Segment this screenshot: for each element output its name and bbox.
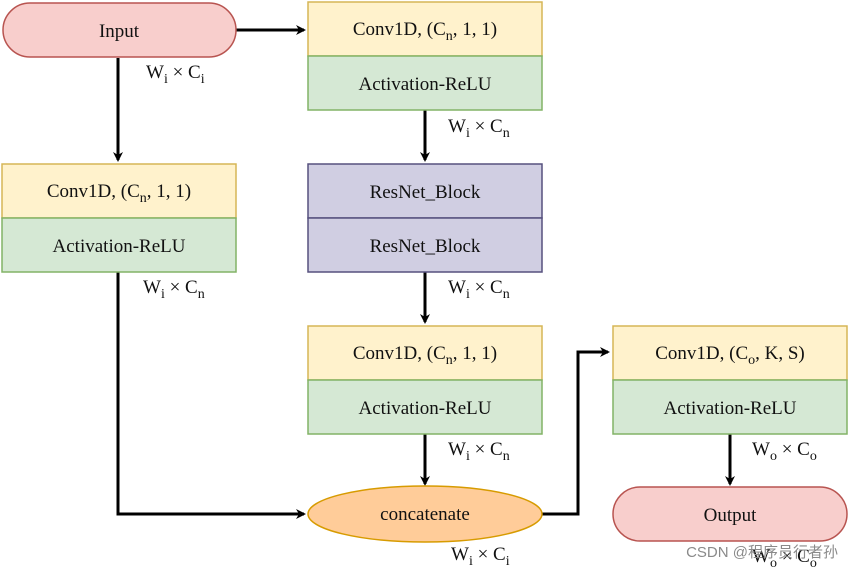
- left-conv-block: Conv1D, (Cn, 1, 1): [1, 163, 237, 219]
- edge-left-act-to-concat: [116, 272, 306, 519]
- right-activation-block: Activation-ReLU: [612, 379, 848, 435]
- watermark: CSDN @程序员行者孙: [686, 544, 838, 561]
- edge-concat-to-right-conv: [542, 347, 610, 516]
- dim-label-left-act: Wi × Cn: [143, 277, 205, 302]
- dimension-labels: Wi × Ci Wi × Cn Wi × Cn Wi × Cn Wi × Cn …: [143, 62, 817, 570]
- dim-label-right-act: Wo × Co: [752, 439, 817, 464]
- concatenate-node: concatenate: [307, 485, 543, 543]
- right-activation-label: Activation-ReLU: [664, 398, 797, 419]
- mid-conv-block: Conv1D, (Cn, 1, 1): [307, 325, 543, 381]
- input-label: Input: [99, 21, 140, 42]
- mid-activation-block: Activation-ReLU: [307, 379, 543, 435]
- left-conv-label: Conv1D, (Cn, 1, 1): [47, 181, 191, 206]
- resnet-block-1-label: ResNet_Block: [370, 182, 481, 203]
- top-conv-block: Conv1D, (Cn, 1, 1): [307, 1, 543, 57]
- resnet-block-2-label: ResNet_Block: [370, 236, 481, 257]
- right-conv-label: Conv1D, (Co, K, S): [655, 343, 805, 368]
- left-activation-block: Activation-ReLU: [1, 217, 237, 273]
- concatenate-label: concatenate: [380, 504, 470, 525]
- dim-label-concat: Wi × Ci: [451, 544, 510, 569]
- output-node: Output: [612, 486, 848, 542]
- top-conv-label: Conv1D, (Cn, 1, 1): [353, 19, 497, 44]
- mid-activation-label: Activation-ReLU: [359, 398, 492, 419]
- edges: [113, 25, 735, 519]
- left-activation-label: Activation-ReLU: [53, 236, 186, 257]
- top-activation-block: Activation-ReLU: [307, 55, 543, 111]
- resnet-block-2: ResNet_Block: [307, 217, 543, 273]
- output-label: Output: [704, 505, 758, 526]
- dim-label-resnet: Wi × Cn: [448, 277, 510, 302]
- dim-label-output: Wo × Co: [752, 546, 817, 570]
- dim-label-input: Wi × Ci: [146, 62, 205, 87]
- dim-label-mid-act: Wi × Cn: [448, 439, 510, 464]
- dim-label-top-act: Wi × Cn: [448, 116, 510, 141]
- mid-conv-label: Conv1D, (Cn, 1, 1): [353, 343, 497, 368]
- top-activation-label: Activation-ReLU: [359, 74, 492, 95]
- input-node: Input: [2, 2, 237, 58]
- resnet-block-1: ResNet_Block: [307, 163, 543, 219]
- right-conv-block: Conv1D, (Co, K, S): [612, 325, 848, 381]
